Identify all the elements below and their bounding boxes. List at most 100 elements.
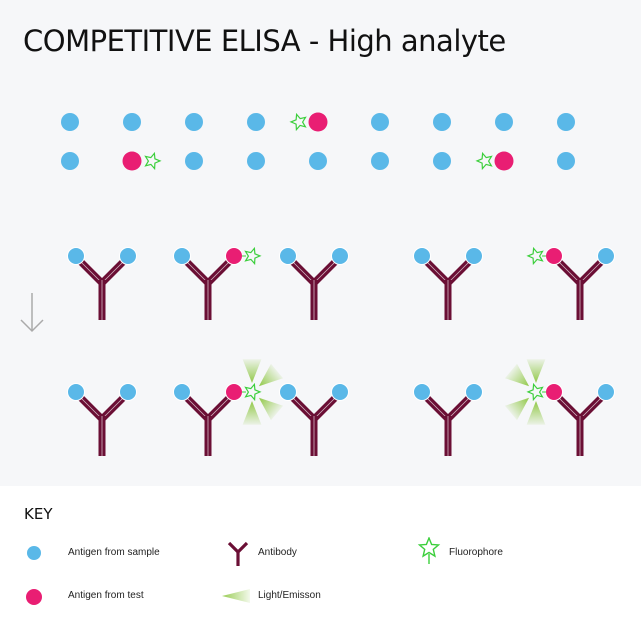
- antigen-test: [545, 247, 563, 265]
- antigen-sample: [61, 113, 79, 131]
- antibody-strand-gap: [184, 395, 209, 420]
- antibody-strand-gap: [101, 395, 126, 420]
- antigen-sample: [173, 247, 191, 265]
- antigen-sample: [173, 383, 191, 401]
- antigen-sample: [433, 152, 451, 170]
- antibody: [413, 383, 483, 456]
- antibody: [173, 246, 262, 320]
- antibody-strand-gap: [447, 259, 472, 284]
- emission-ray: [504, 363, 530, 387]
- antigen-sample: [185, 152, 203, 170]
- antigen-sample: [557, 152, 575, 170]
- fluorophore-star-icon: [526, 382, 544, 402]
- antigen-sample: [557, 113, 575, 131]
- antibody-strand-gap: [207, 259, 232, 284]
- antibody-strand-gap: [556, 259, 581, 284]
- fluorophore-star-icon: [526, 246, 544, 266]
- antigen-sample: [247, 113, 265, 131]
- antibody-strand-gap: [313, 259, 338, 284]
- antigen-sample-icon: [27, 546, 41, 560]
- antigen-sample: [279, 247, 297, 265]
- antigen-sample: [309, 152, 327, 170]
- antibody: [67, 247, 137, 320]
- antigen-sample: [331, 247, 349, 265]
- key-label-antigen-test: Antigen from test: [68, 590, 144, 601]
- antigen-sample: [433, 113, 451, 131]
- free-antigens: [61, 112, 575, 171]
- emission-ray: [242, 359, 262, 383]
- down-arrow-icon: [20, 293, 44, 333]
- antibody-strand-gap: [101, 259, 126, 284]
- antigen-test: [225, 383, 243, 401]
- antigen-sample: [67, 247, 85, 265]
- key-label-antibody: Antibody: [258, 547, 297, 558]
- antigen-sample: [185, 113, 203, 131]
- fluorophore-star-icon: [244, 246, 262, 266]
- antigen-test: [308, 112, 328, 132]
- emission-ray: [258, 363, 284, 387]
- emission-ray: [526, 359, 546, 383]
- antigen-sample: [123, 113, 141, 131]
- page-title: COMPETITIVE ELISA - High analyte: [23, 24, 506, 58]
- antigen-test: [122, 151, 142, 171]
- antigen-sample: [597, 383, 615, 401]
- antibody-strand-gap: [424, 259, 449, 284]
- antibody-strand-gap: [290, 395, 315, 420]
- emission-ray: [504, 397, 530, 421]
- antibody-strand-gap: [424, 395, 449, 420]
- antigen-sample: [61, 152, 79, 170]
- emission-icon: [222, 589, 250, 603]
- antigen-sample: [413, 247, 431, 265]
- antigen-sample: [279, 383, 297, 401]
- antigen-test: [545, 383, 563, 401]
- antibody: [67, 383, 137, 456]
- diagram-area: [0, 0, 641, 486]
- emission-ray: [526, 401, 546, 425]
- fluorophore-icon: [417, 537, 441, 564]
- antigen-sample: [495, 113, 513, 131]
- antibody-strand-gap: [78, 395, 103, 420]
- key-title: KEY: [24, 505, 53, 523]
- fluorophore-star-icon: [244, 382, 262, 402]
- antibody: [504, 359, 615, 456]
- key-label-antigen-sample: Antigen from sample: [68, 547, 160, 558]
- antigen-test: [225, 247, 243, 265]
- antibody: [526, 246, 615, 320]
- antibody-strand-gap: [207, 395, 232, 420]
- antibody: [279, 247, 349, 320]
- emission-ray: [258, 397, 284, 421]
- antibody-strand-gap: [313, 395, 338, 420]
- antigen-sample: [247, 152, 265, 170]
- antibody-strand-gap: [447, 395, 472, 420]
- antigen-test-icon: [26, 589, 42, 605]
- antigen-sample: [371, 152, 389, 170]
- antibody-strand-gap: [78, 259, 103, 284]
- elisa-diagram: [20, 112, 615, 456]
- antigen-sample: [465, 383, 483, 401]
- key-label-emission: Light/Emisson: [258, 590, 321, 601]
- antigen-sample: [119, 247, 137, 265]
- antibody-strand-gap: [579, 259, 604, 284]
- antibody: [279, 383, 349, 456]
- antibody-icon: [227, 541, 249, 566]
- antibody-strand-gap: [579, 395, 604, 420]
- emission-ray: [242, 401, 262, 425]
- antigen-sample: [465, 247, 483, 265]
- antigen-sample: [371, 113, 389, 131]
- antigen-sample: [331, 383, 349, 401]
- antigen-sample: [597, 247, 615, 265]
- antigen-sample: [413, 383, 431, 401]
- antigen-sample: [67, 383, 85, 401]
- antigen-sample: [119, 383, 137, 401]
- antigen-test: [494, 151, 514, 171]
- fluorophore-star-icon: [144, 151, 162, 171]
- antibody-strand-gap: [290, 259, 315, 284]
- key-label-fluorophore: Fluorophore: [449, 547, 503, 558]
- antibody-strand-gap: [556, 395, 581, 420]
- fluorophore-star-icon: [289, 112, 307, 132]
- antibody: [413, 247, 483, 320]
- antibody: [173, 359, 284, 456]
- antibodies-after: [67, 359, 615, 456]
- antibodies-before: [67, 246, 615, 320]
- antibody-strand-gap: [184, 259, 209, 284]
